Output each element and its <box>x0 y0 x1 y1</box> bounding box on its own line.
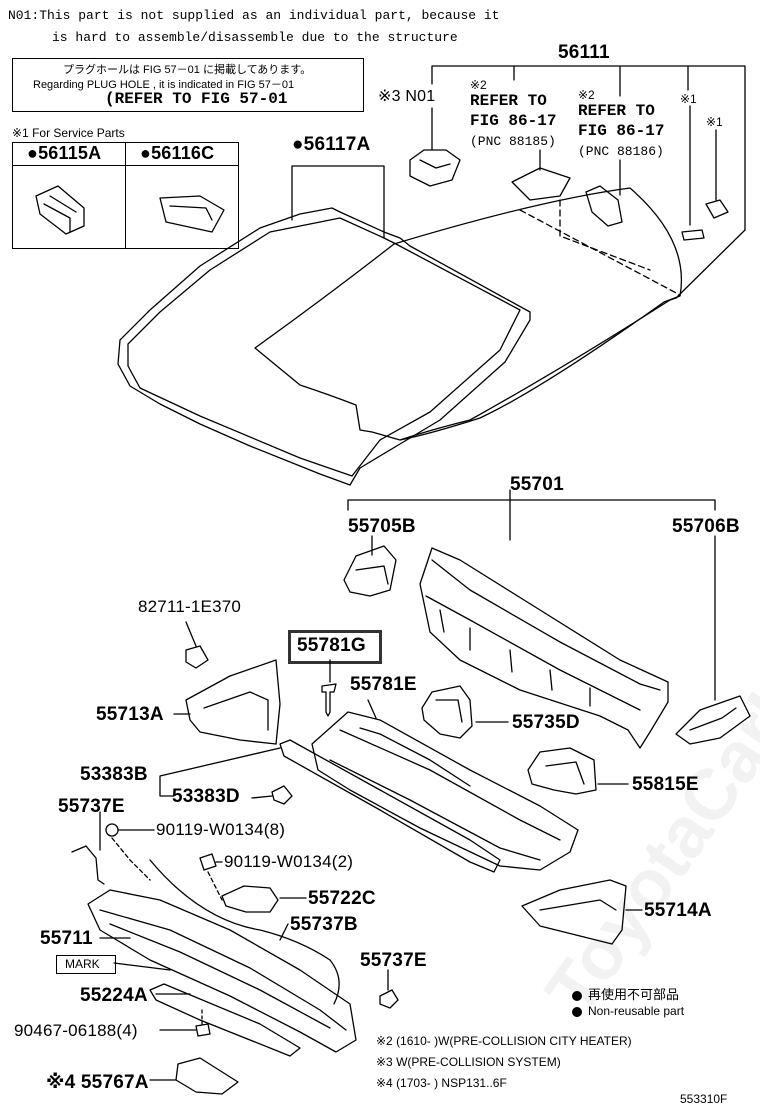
side-panel-55713A-drawing <box>185 659 281 745</box>
mark-box-label: MARK <box>65 957 100 971</box>
label-90119-2: 90119-W0134(2) <box>224 852 354 871</box>
label-n01: ※3 N01 <box>378 88 436 105</box>
label-55713A: 55713A <box>96 704 164 725</box>
label-53383D: 53383D <box>172 786 240 807</box>
mark-service-1a: ※1 <box>680 92 697 106</box>
clip-90467-drawing <box>195 1023 211 1037</box>
watermark: ToyotaCarInline.ru <box>531 466 760 1029</box>
label-55781G: 55781G <box>297 635 366 656</box>
label-55701: 55701 <box>510 474 564 495</box>
filled-dot-icon <box>572 990 582 1001</box>
weatherstrip-56117A <box>117 165 531 486</box>
label-90119-8: 90119-W0134(8) <box>156 820 286 839</box>
label-55737E-2: 55737E <box>360 950 427 971</box>
label-55722C: 55722C <box>308 888 376 909</box>
clip-55737E-lower-drawing <box>379 989 399 1009</box>
ref1-mark: ※2 <box>470 78 487 92</box>
bracket-55735D-drawing <box>421 685 473 739</box>
filled-dot-icon <box>572 1006 582 1017</box>
pad-55767A-drawing <box>175 1057 239 1095</box>
clip-82711-drawing <box>185 645 209 669</box>
ref1-line1: REFER TO <box>470 92 547 110</box>
service-part-b-image-cell <box>125 165 239 249</box>
figure-id: 553310F <box>680 1092 728 1106</box>
lower-panel-55711-drawing <box>87 889 357 1053</box>
fastener-55781G-drawing <box>321 683 337 717</box>
ref2-line3: (PNC 88186) <box>578 144 664 159</box>
ref1-line3: (PNC 88185) <box>470 134 556 149</box>
label-55224A: 55224A <box>80 985 148 1006</box>
label-55815E: 55815E <box>632 774 699 795</box>
bracket-88186-drawing <box>585 185 623 227</box>
bracket-55815E-drawing <box>527 747 597 795</box>
legend-non-reusable-en: Non-reusable part <box>572 1004 684 1018</box>
plug-hole-en: Regarding PLUG HOLE , it is indicated in… <box>33 79 295 91</box>
footnote-2: ※2 (1610- )W(PRE-COLLISION CITY HEATER) <box>376 1034 632 1048</box>
cowl-cover-55781E-drawing <box>311 699 579 871</box>
label-55714A: 55714A <box>644 900 712 921</box>
windshield-glass <box>254 187 746 441</box>
ref2-line1: REFER TO <box>578 102 655 120</box>
service-part-56116C-drawing <box>159 195 225 233</box>
bolt-90119-2-drawing <box>199 853 217 871</box>
service-part-b-label: ●56116C <box>140 143 215 163</box>
ref2-mark: ※2 <box>578 88 595 102</box>
part-N01-drawing <box>409 149 461 187</box>
label-56117A: ●56117A <box>292 134 371 155</box>
label-55711: 55711 <box>40 928 93 949</box>
label-90467: 90467-06188(4) <box>14 1021 138 1040</box>
service-part-a-label: ●56115A <box>27 143 102 163</box>
bolt-90119-8-drawing <box>105 823 119 837</box>
label-55737E-1: 55737E <box>58 796 125 817</box>
plug-hole-box: プラグホールは FIG 57－01 に掲載してあります。 Regarding P… <box>12 58 364 112</box>
clip-service-part-b <box>681 229 705 241</box>
mark-box: MARK <box>56 955 116 974</box>
mark-service-1b: ※1 <box>706 115 723 129</box>
seal-55224A-drawing <box>149 983 301 1057</box>
bracket-88185-drawing <box>511 167 571 201</box>
seal-53383B-drawing <box>279 739 501 873</box>
label-55781E: 55781E <box>350 674 417 695</box>
ref1-line2: FIG 86-17 <box>470 112 557 130</box>
label-55767A: ※4 55767A <box>46 1072 149 1093</box>
label-82711: 82711-1E370 <box>138 597 242 616</box>
footnote-4: ※4 (1703- ) NSP131..6F <box>376 1076 507 1090</box>
service-parts-title: ※1 For Service Parts <box>12 126 125 140</box>
clip-53383D-drawing <box>271 785 293 805</box>
plug-hole-jp: プラグホールは FIG 57－01 に掲載してあります。 <box>63 64 312 76</box>
legend-non-reusable-jp: 再使用不可部品 <box>572 984 679 1003</box>
clip-service-part-a <box>705 199 729 219</box>
label-55735D: 55735D <box>512 712 580 733</box>
label-55706B: 55706B <box>672 516 740 537</box>
header-note-line2: is hard to assemble/disassemble due to t… <box>52 30 458 45</box>
hose-clip-55737E-drawing <box>71 845 105 885</box>
plug-hole-ref: (REFER TO FIG 57-01 <box>105 90 288 108</box>
cowl-panel-55701-drawing <box>419 547 669 749</box>
label-55705B: 55705B <box>348 516 416 537</box>
bracket-55705B-drawing <box>343 545 397 597</box>
label-56111: 56111 <box>558 42 610 63</box>
service-part-56115A-drawing <box>35 185 85 235</box>
bracket-55722C-drawing <box>221 885 279 913</box>
footnote-3: ※3 W(PRE-COLLISION SYSTEM) <box>376 1055 561 1069</box>
header-note-line1: N01:This part is not supplied as an indi… <box>8 8 500 23</box>
highlight-box-55781G: 55781G <box>288 630 382 664</box>
label-53383B: 53383B <box>80 764 148 785</box>
bracket-55706B-drawing <box>675 695 751 745</box>
side-panel-55714A-drawing <box>521 879 627 945</box>
ref2-line2: FIG 86-17 <box>578 122 665 140</box>
label-55737B: 55737B <box>290 914 358 935</box>
